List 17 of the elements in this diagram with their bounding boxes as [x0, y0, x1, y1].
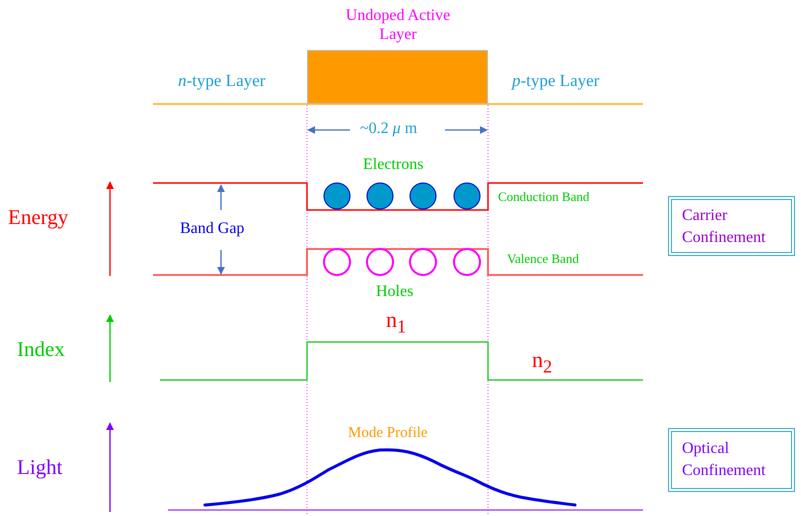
layer-label: n-type Layer [178, 72, 266, 91]
band-label: Conduction Band [498, 190, 590, 204]
index-label: n$_{2}$ [532, 348, 552, 377]
index-label: n$_{1}$ [386, 308, 406, 337]
callout-box: Carrier Confinement [668, 196, 795, 256]
callout-box: Optical Confinement [668, 428, 795, 492]
particle-label: Electrons [363, 156, 424, 174]
axis-label: Light [17, 456, 62, 480]
bracket-label: Band Gap [180, 220, 244, 238]
curve-label: Mode Profile [348, 425, 428, 442]
axis-label: Index [17, 338, 65, 362]
axis-label: Energy [8, 206, 68, 230]
particle-label: Holes [376, 283, 414, 301]
dimension-label: ~0.2 μ m [360, 120, 418, 138]
band-label: Valence Band [507, 252, 579, 266]
layer-label: p-type Layer [512, 72, 600, 91]
layer-title: Undoped Active Layer [344, 6, 452, 44]
